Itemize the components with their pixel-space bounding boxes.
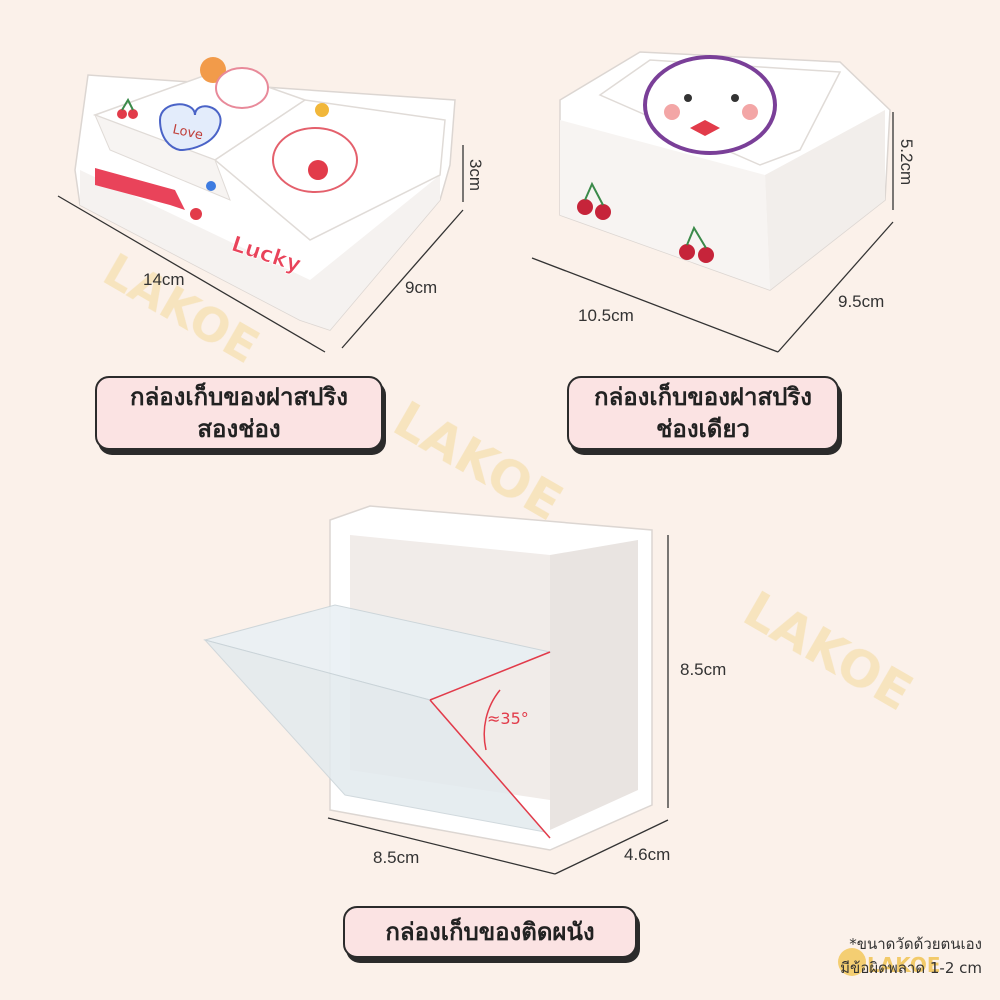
strawberry-icon: [308, 160, 328, 180]
double-box-label-line1: กล่องเก็บของฝาสปริง: [130, 383, 348, 411]
width-line: [777, 221, 894, 353]
double-length-label: 14cm: [143, 270, 185, 289]
wall-depth-label: 4.6cm: [624, 845, 671, 864]
watermark-text: LAKOE: [734, 580, 922, 722]
single-box-label: กล่องเก็บของฝาสปริง ช่องเดียว: [567, 376, 839, 450]
wall-box-label: กล่องเก็บของติดผนัง: [343, 906, 637, 958]
width-line: [341, 209, 464, 349]
single-height-label: 5.2cm: [897, 138, 917, 186]
angle-arc: [483, 689, 501, 751]
angle-line: [429, 651, 551, 701]
footnote-line1: *ขนาดวัดด้วยตนเอง: [849, 935, 982, 953]
wall-height-label: 8.5cm: [680, 660, 727, 679]
bear-sticker: [643, 55, 777, 155]
single-width-label: 9.5cm: [838, 292, 885, 311]
cherry-icon: [117, 97, 138, 119]
blue-flower-icon: [206, 181, 216, 191]
cherry-icon: [577, 181, 611, 220]
angle-line: [429, 699, 551, 839]
length-line: [57, 195, 326, 353]
single-box-label-line1: กล่องเก็บของฝาสปริง: [594, 383, 812, 411]
double-width-label: 9cm: [405, 278, 438, 297]
bunny-sticker: [215, 67, 269, 109]
angle-label: ≈35°: [487, 709, 529, 728]
heart-word: Love: [171, 122, 204, 143]
double-height-label: 3cm: [466, 158, 486, 192]
width-line: [327, 817, 556, 875]
wall-box-label-text: กล่องเก็บของติดผนัง: [385, 918, 595, 946]
depth-line: [554, 819, 669, 875]
wall-box: ≈35°: [203, 505, 669, 875]
double-box: Love Lucky: [57, 57, 464, 353]
single-box: [531, 51, 894, 353]
length-line: [531, 257, 779, 353]
footnote-line2: มีข้อผิดพลาด 1-2 cm: [840, 959, 982, 977]
double-box-label: กล่องเก็บของฝาสปริง สองช่อง: [95, 376, 383, 450]
single-box-label-line2: ช่องเดียว: [656, 415, 750, 443]
ribbon-sticker: [95, 168, 185, 210]
cherry-icon: [679, 225, 714, 263]
flower-icon: [315, 103, 329, 117]
logo-text: LAKOE: [867, 953, 941, 977]
double-box-label-line2: สองช่อง: [197, 415, 281, 443]
heart-sticker: [158, 103, 222, 152]
wall-width-label: 8.5cm: [373, 848, 420, 867]
lakoe-logo: LAKOE: [838, 948, 941, 977]
rabbit-sticker: [272, 127, 358, 193]
red-flower-icon: [190, 208, 202, 220]
single-length-label: 10.5cm: [578, 306, 634, 325]
